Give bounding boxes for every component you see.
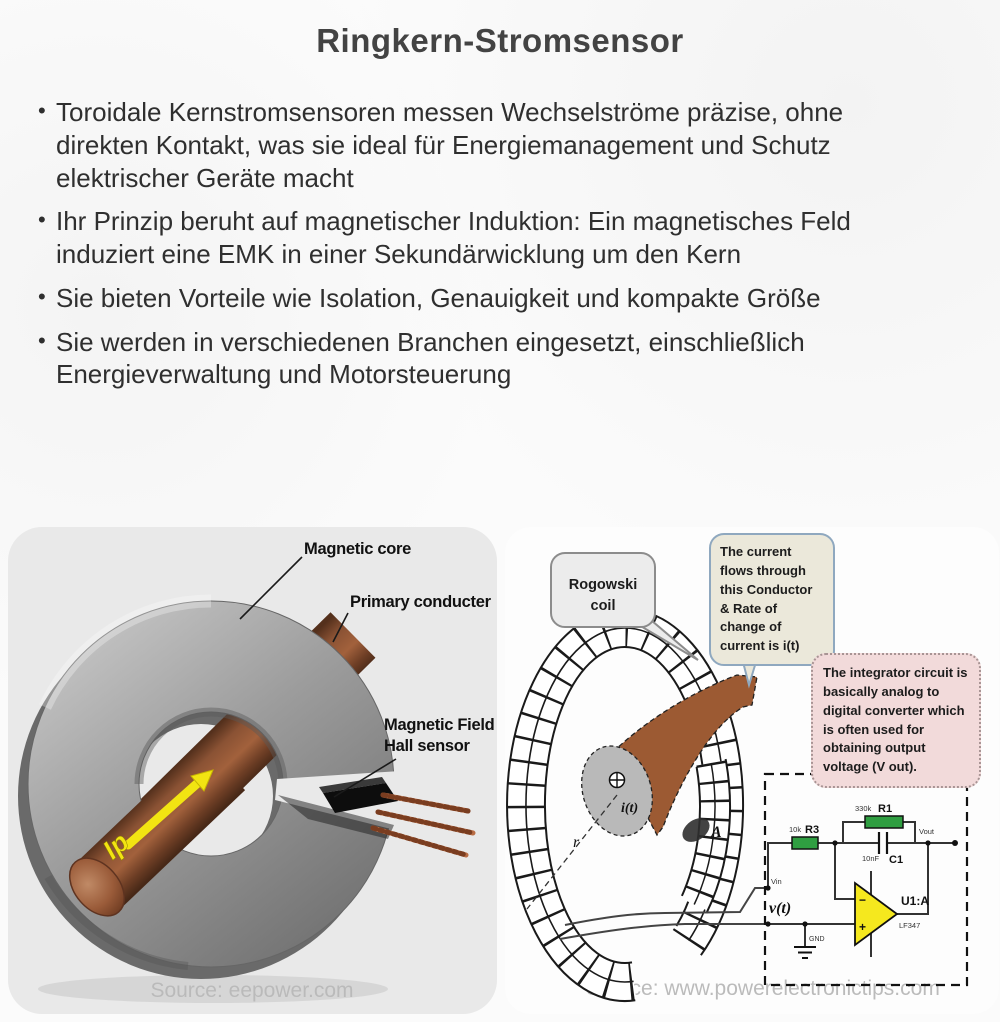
resistor-r3: 10k R3 <box>789 824 819 850</box>
opamp-part: LF347 <box>899 921 920 930</box>
c1-name: C1 <box>889 854 903 866</box>
coil-voltage-label: v(t) <box>769 900 791 917</box>
bubble-integrator-note: The integrator circuit is basically anal… <box>811 653 981 789</box>
figure-toroidal-core-sensor: Ip Magnetic core Primary conducter Magne… <box>8 527 497 1014</box>
vout-label: Vout <box>919 827 935 836</box>
magnetic-core-label: Magnetic core <box>304 540 411 558</box>
bubble-current-flow: The current flows through this Conductor… <box>709 533 835 667</box>
coil-front-segment: A <box>680 758 731 914</box>
bullet-list: Toroidale Kernstromsensoren messen Wechs… <box>0 96 978 391</box>
radius-label: r <box>573 834 580 851</box>
gnd-label: GND <box>809 936 825 943</box>
radius-line <box>526 794 618 910</box>
page-title: Ringkern-Stromsensor <box>316 22 684 59</box>
r3-value: 10k <box>789 825 801 834</box>
hall-sensor-pins <box>370 792 476 858</box>
primary-conductor-label: Primary conducter <box>350 593 492 611</box>
toroid-figure-svg: Ip Magnetic core Primary conducter Magne… <box>18 540 495 1003</box>
current-direction-symbol <box>608 771 626 789</box>
core-inner-shadow <box>134 707 288 785</box>
bullet-item-2: Ihr Prinzip beruht auf magnetischer Indu… <box>38 205 918 271</box>
coil-lead-wires <box>559 887 768 940</box>
right-source-watermark: Source: www.powerelectronictips.com <box>586 977 940 1000</box>
leader-lines <box>239 556 397 798</box>
cross-section-ellipse <box>682 818 710 842</box>
core-lower-shade <box>44 874 189 970</box>
r1-value: 330k <box>855 804 872 813</box>
bubble-rogowski-coil: Rogowski coil <box>550 552 656 629</box>
area-label: A <box>710 824 722 841</box>
bullet-item-4: Sie werden in verschiedenen Branchen ein… <box>38 326 918 392</box>
gap-shadow <box>278 795 394 839</box>
figures-row: Ip Magnetic core Primary conducter Magne… <box>0 527 1000 1014</box>
left-source-watermark: Source: eepower.com <box>150 979 353 1002</box>
conductor-end-face <box>68 857 126 917</box>
hall-sensor-label-line2: Hall sensor <box>384 737 471 755</box>
opamp-minus: − <box>859 893 866 907</box>
bullet-item-1: Toroidale Kernstromsensoren messen Wechs… <box>38 96 918 194</box>
floor-shadow <box>38 975 388 1003</box>
measured-conductor: i(t) r <box>526 674 758 910</box>
vin-label: Vin <box>771 877 782 886</box>
opamp: − + U1:A LF347 <box>854 881 929 947</box>
c1-value: 10nF <box>862 854 880 863</box>
core-highlight <box>39 594 212 710</box>
junction-dots <box>765 840 958 927</box>
resistor-r1: 330k R1 <box>855 803 904 829</box>
opamp-plus: + <box>859 920 866 934</box>
bullet-item-3: Sie bieten Vorteile wie Isolation, Genau… <box>38 282 918 315</box>
figure-rogowski-coil: Source: www.powerelectronictips.com i(t) <box>505 527 999 1014</box>
coil-current-label: i(t) <box>621 801 638 816</box>
circuit-dashed-border <box>763 772 969 987</box>
integrator-circuit: 10k R3 330k R1 10nF C1 <box>763 772 969 987</box>
opamp-name: U1:A <box>901 894 929 908</box>
capacitor-c1: 10nF C1 <box>862 832 903 866</box>
r3-name: R3 <box>805 824 819 836</box>
hall-sensor-label-line1: Magnetic Field <box>384 716 494 734</box>
circuit-wires <box>767 821 955 957</box>
ground-symbol <box>794 946 816 959</box>
r1-name: R1 <box>878 803 892 815</box>
